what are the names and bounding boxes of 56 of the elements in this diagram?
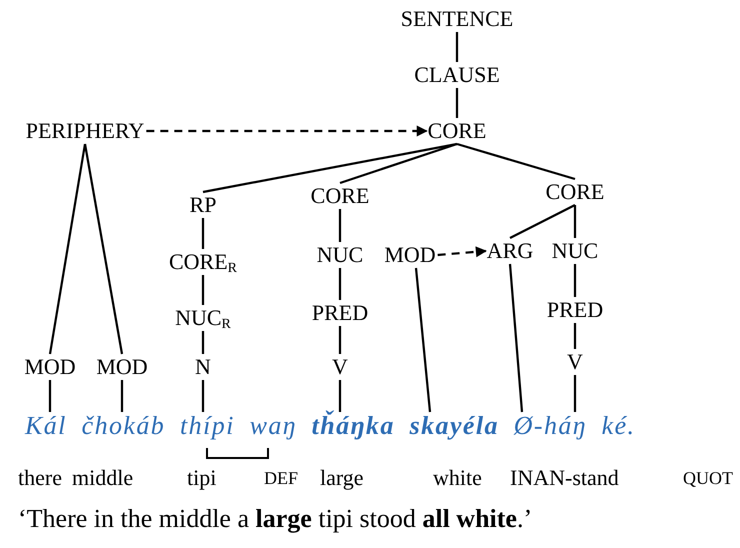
tree-branch: [84, 144, 124, 354]
tree-branch: [456, 88, 458, 118]
tree-branch: [338, 209, 342, 242]
tree-node-label: PERIPHERY: [26, 120, 144, 142]
tree-node-label: NUC$_{R}$: [175, 307, 231, 329]
tree-branch: [414, 268, 432, 412]
tree-branch: [574, 323, 576, 349]
gloss-word: DEF: [264, 469, 298, 489]
tree-branch: [574, 264, 576, 297]
tree-node-label: ARG: [486, 240, 534, 262]
tree-node-label: NUC: [316, 244, 364, 266]
gloss-word: tipi: [187, 466, 216, 490]
tree-node-label: V: [332, 356, 348, 378]
tree-node-label: RP: [190, 194, 216, 216]
tree-node-label: CORE$_{R}$: [168, 251, 238, 273]
tree-node-label: PRED: [546, 299, 604, 321]
tree-node-label: CORE: [310, 185, 370, 207]
gloss-word: there: [18, 466, 62, 490]
tree-branch: [202, 218, 204, 249]
tree-branch: [202, 331, 204, 354]
tree-branch: [338, 268, 342, 300]
tree-branch: [48, 380, 52, 412]
tree-branch: [510, 204, 576, 239]
tree-node-label: NUC: [552, 240, 598, 262]
tree-branch: [202, 142, 458, 194]
tree-branch: [508, 264, 524, 412]
gloss-word: white: [433, 466, 482, 490]
tree-node-label: V: [567, 351, 583, 373]
tree-node-label: SENTENCE: [400, 8, 514, 30]
tree-branch: [202, 380, 204, 412]
tree-node-label: MOD: [384, 244, 436, 266]
dashed-arrow: [438, 246, 487, 258]
tree-node-label: CLAUSE: [414, 64, 500, 86]
gloss-word: middle: [72, 466, 134, 490]
tree-branch: [456, 142, 576, 180]
gloss-word: large: [320, 466, 364, 490]
tree-node-label: MOD: [24, 356, 76, 378]
tree-branch: [574, 375, 576, 412]
tree-branch: [338, 326, 342, 354]
gloss-word: INAN-stand: [510, 466, 619, 490]
tree-node-label: CORE: [428, 120, 486, 142]
tree-node-label: PRED: [312, 302, 368, 324]
tree-branch: [120, 380, 124, 412]
tree-node-label: N: [195, 356, 211, 378]
tree-branch: [574, 205, 576, 238]
tree-branch: [48, 144, 86, 354]
tree-branch: [340, 142, 458, 184]
free-translation: ‘There in the middle a large tipi stood all white.’: [18, 505, 532, 534]
dashed-arrow: [146, 126, 428, 136]
tree-node-label: CORE: [546, 181, 604, 203]
example-sentence: Kál čhokáb thípi waŋ tȟáŋka skayéla Ø-háŋ ké.: [25, 412, 636, 441]
gloss-word: QUOT: [683, 469, 733, 489]
tree-branch: [338, 380, 342, 412]
tree-branch: [202, 275, 204, 305]
tree-branch: [456, 32, 458, 62]
tree-node-label: MOD: [96, 356, 148, 378]
